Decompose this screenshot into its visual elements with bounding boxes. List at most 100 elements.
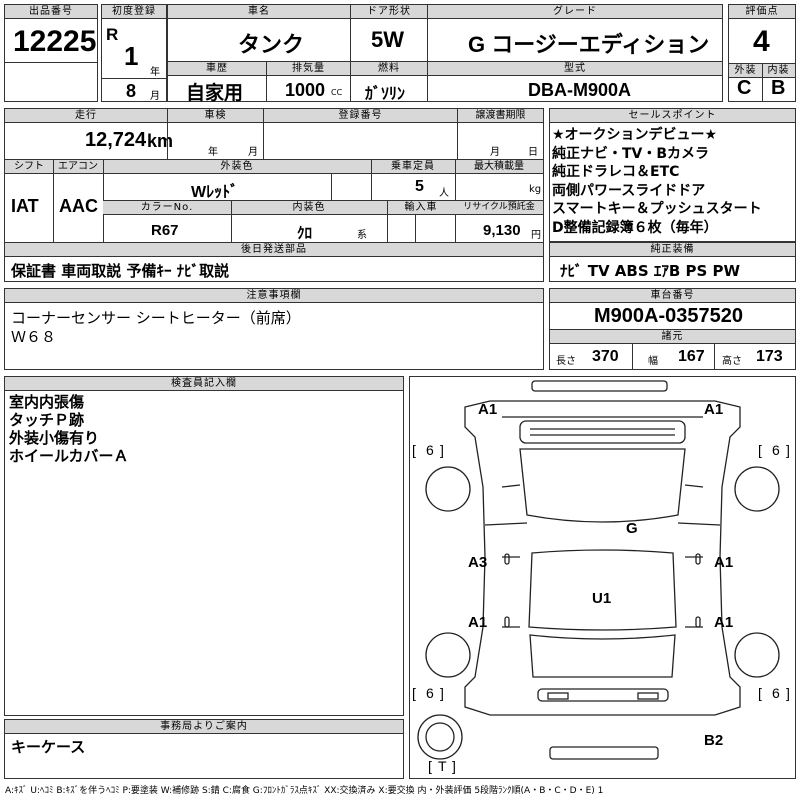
score: 4 [753, 25, 770, 58]
length-label: 長さ [556, 356, 576, 367]
legend: A:ｷｽﾞ U:ﾍｺﾐ B:ｷｽﾞを伴うﾍｺﾐ P:要塗装 W:補修跡 S:錆 … [5, 786, 604, 796]
capacity-label: 乗車定員 [371, 160, 455, 174]
door-label: ドア形状 [351, 5, 427, 19]
history: 自家用 [186, 83, 244, 104]
fuel-label: 燃料 [351, 62, 427, 76]
exterior-label: 外装 [729, 64, 762, 78]
length: 370 [592, 348, 619, 365]
svg-text:]: ] [440, 442, 444, 458]
aircon: AAC [59, 196, 98, 216]
interior-color-label: 内装色 [231, 201, 387, 215]
recycle-fee: 9,130 [483, 222, 521, 239]
fuel-box: 燃料 ｶﾞｿﾘﾝ [350, 61, 428, 103]
note-line: Ｗ６８ [11, 328, 57, 346]
lot-number: 12225 [13, 25, 97, 58]
score-box: 評価点 4 外装 内装 C B [728, 4, 796, 102]
recycle-label: リサイクル預託金 [455, 201, 543, 215]
cc-unit: CC [331, 88, 343, 97]
mileage-label: 走行 [5, 109, 167, 123]
capacity-unit: 人 [439, 188, 449, 199]
inspector-note: 外装小傷有り [9, 429, 100, 447]
mileage-box: 走行 12,724 km [4, 108, 173, 160]
damage-left-front-door: A3 [468, 554, 487, 571]
fuel: ｶﾞｿﾘﾝ [365, 86, 406, 103]
sales-point: ★オークションデビュー★ [552, 127, 718, 143]
yen-unit: 円 [531, 230, 541, 241]
car-name-box: 車名 タンク [167, 4, 351, 62]
svg-text:[: [ [428, 758, 432, 774]
registration-month: 8 [126, 81, 137, 101]
chassis-label: 車台番号 [550, 289, 795, 303]
office-label: 事務局よりご案内 [5, 720, 403, 734]
inspector-box: 検査員記入欄 室内内張傷 タッチＰ跡 外装小傷有り ホイールカバーＡ [4, 376, 404, 716]
office-box: 事務局よりご案内 キーケース [4, 719, 404, 779]
svg-text:[: [ [412, 442, 416, 458]
height-label: 高さ [722, 356, 742, 367]
svg-text:[: [ [412, 685, 416, 701]
tire-front-right: 6 [772, 442, 780, 458]
interior-label: 内装 [762, 64, 795, 78]
interior-color: ｸﾛ [297, 225, 313, 242]
lot-number-box: 出品番号 12225 [4, 4, 98, 102]
damage-front-left: A1 [478, 401, 497, 418]
mileage: 12,724 [85, 129, 147, 151]
first-registration-box: 初度登録 R 1 年 8 月 [101, 4, 167, 102]
sales-point: 純正ドラレコ＆ETC [552, 164, 680, 180]
specs-label: 諸元 [550, 330, 795, 344]
damage-roof: U1 [592, 590, 611, 607]
transfer-deadline-label: 譲渡書期限 [458, 109, 543, 123]
shift: IAT [11, 196, 39, 216]
inspection-box: 車検 年 月 [167, 108, 264, 160]
score-label: 評価点 [729, 5, 795, 19]
inspector-note: タッチＰ跡 [9, 411, 85, 429]
model-code-label: 型式 [428, 62, 722, 76]
displacement-label: 排気量 [267, 62, 350, 76]
shift-label: シフト [5, 160, 53, 174]
inspection-label: 車検 [168, 109, 263, 123]
inspector-note: 室内内張傷 [9, 393, 85, 411]
exterior-color-label: 外装色 [103, 160, 371, 174]
grade-box: グレード G コージーエディション [427, 4, 723, 62]
load-label: 最大積載量 [455, 160, 543, 174]
notes-list: コーナーセンサー シートヒーター（前席） Ｗ６８ [11, 309, 301, 347]
notes-box: 注意事項欄 コーナーセンサー シートヒーター（前席） Ｗ６８ [4, 288, 544, 370]
sales-point: 両側パワースライドドア [552, 182, 706, 199]
genuine-equipment-box: 純正装備 ﾅﾋﾞ TV ABS ｴｱB PS PW [549, 242, 796, 282]
km-unit: km [147, 131, 174, 151]
genuine-equipment-label: 純正装備 [550, 243, 795, 257]
sales-point: 純正ナビ・TV・Bカメラ [552, 145, 710, 162]
width: 167 [678, 348, 705, 365]
color-number: R67 [151, 222, 179, 239]
era: R [106, 25, 119, 44]
first-registration-label: 初度登録 [102, 5, 166, 19]
svg-text:]: ] [452, 758, 456, 774]
damage-rear: B2 [704, 732, 723, 749]
displacement: 1000 [285, 80, 326, 100]
transfer-deadline-box: 譲渡書期限 月 日 [457, 108, 544, 160]
model-code-box: 型式 DBA-M900A [427, 61, 723, 102]
spec-grid: シフト エアコン 外装色 乗車定員 最大積載量 Wﾚｯﾄﾞ 5 人 kg IAT… [4, 159, 544, 243]
later-parts-box: 後日発送部品 保証書 車両取説 予備ｷｰ ﾅﾋﾞ取説 [4, 242, 544, 282]
damage-left-rear-door: A1 [468, 614, 487, 631]
svg-text:]: ] [786, 442, 790, 458]
lot-number-label: 出品番号 [5, 5, 97, 19]
genuine-equipment: ﾅﾋﾞ TV ABS ｴｱB PS PW [560, 262, 741, 280]
office-note: キーケース [11, 738, 86, 756]
sales-points-list: ★オークションデビュー★ 純正ナビ・TV・Bカメラ 純正ドラレコ＆ETC 両側パ… [552, 126, 762, 237]
spare-tire: T [438, 758, 447, 774]
damage-glass: G [626, 520, 638, 537]
sales-point: D整備記録簿６枚（毎年） [552, 219, 718, 236]
interior-grade: B [771, 77, 786, 99]
height: 173 [756, 348, 783, 365]
chassis-number: M900A-0357520 [594, 305, 743, 327]
interior-color-unit: 系 [357, 230, 367, 241]
aircon-label: エアコン [53, 160, 103, 174]
sales-points-label: セールスポイント [550, 109, 795, 123]
registration-year: 1 [124, 41, 139, 71]
note-line: コーナーセンサー シートヒーター（前席） [11, 309, 301, 327]
sales-points-box: セールスポイント ★オークションデビュー★ 純正ナビ・TV・Bカメラ 純正ドラレ… [549, 108, 796, 242]
svg-text:[: [ [758, 685, 762, 701]
damage-right-front-door: A1 [714, 554, 733, 571]
grade: G コージーエディション [468, 32, 710, 57]
tire-rear-left: 6 [426, 685, 434, 701]
